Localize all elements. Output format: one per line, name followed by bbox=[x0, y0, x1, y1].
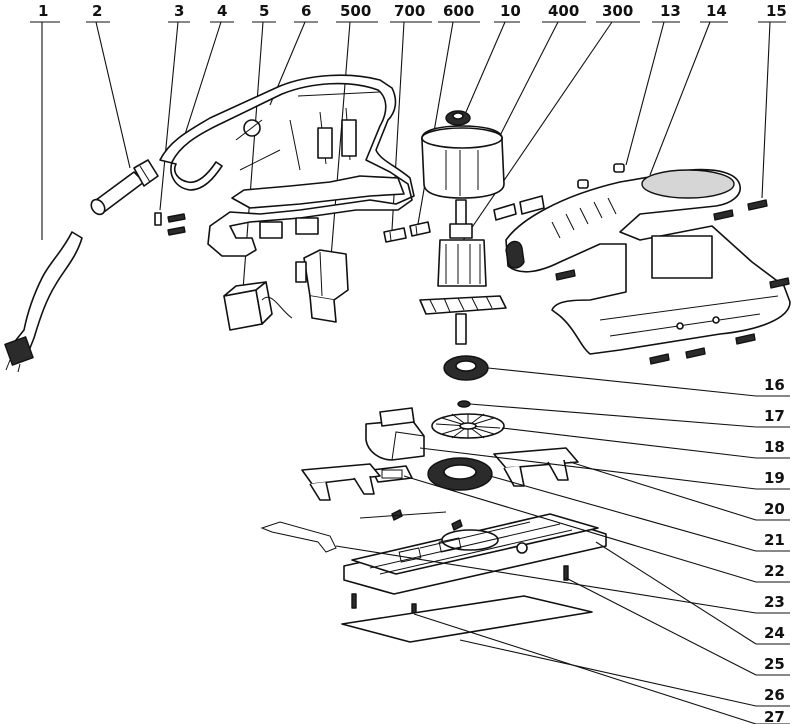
bearing-part-10 bbox=[445, 110, 471, 126]
screws-part-15 bbox=[555, 199, 790, 365]
brush-part-700 bbox=[383, 227, 407, 243]
stator-part-400 bbox=[421, 125, 505, 199]
label-19: 19 bbox=[764, 469, 785, 487]
brush-part-600 bbox=[409, 221, 431, 237]
label-21: 21 bbox=[764, 531, 785, 549]
switch-part-500 bbox=[295, 249, 349, 323]
label-27: 27 bbox=[764, 708, 785, 724]
right-housing-part-14 bbox=[505, 168, 791, 355]
washer-part-17 bbox=[457, 400, 471, 408]
clip-part-3 bbox=[154, 212, 162, 226]
label-700: 700 bbox=[394, 2, 425, 20]
label-300: 300 bbox=[602, 2, 633, 20]
left-housing-part-6 bbox=[159, 74, 415, 257]
label-10: 10 bbox=[500, 2, 521, 20]
label-24: 24 bbox=[764, 624, 785, 642]
right-leader-lines bbox=[335, 367, 757, 724]
label-25: 25 bbox=[764, 655, 785, 673]
label-14: 14 bbox=[706, 2, 727, 20]
top-labels: 1 2 3 4 5 6 500 700 600 10 400 300 13 14… bbox=[38, 2, 787, 20]
eccentric-part-21 bbox=[427, 457, 493, 491]
capacitor-part-5 bbox=[223, 281, 293, 331]
label-18: 18 bbox=[764, 438, 785, 456]
label-23: 23 bbox=[764, 593, 785, 611]
right-labels: 16 17 18 19 20 21 22 23 24 25 26 27 bbox=[764, 376, 785, 724]
bushings-part-13 bbox=[493, 163, 625, 221]
label-3: 3 bbox=[174, 2, 184, 20]
base-plate-part-23 bbox=[343, 513, 607, 595]
label-2: 2 bbox=[92, 2, 102, 20]
fan-part-18 bbox=[431, 413, 505, 439]
label-16: 16 bbox=[764, 376, 785, 394]
label-15: 15 bbox=[766, 2, 787, 20]
cord-protector-part-2 bbox=[90, 159, 159, 216]
sanding-sheet-part-26 bbox=[341, 595, 593, 643]
right-mount bbox=[493, 447, 579, 487]
label-500: 500 bbox=[340, 2, 371, 20]
wire-clip-part-22 bbox=[260, 521, 337, 553]
label-6: 6 bbox=[301, 2, 311, 20]
screws-part-4 bbox=[167, 213, 186, 236]
label-1: 1 bbox=[38, 2, 48, 20]
pins bbox=[359, 509, 463, 531]
label-4: 4 bbox=[217, 2, 227, 20]
label-13: 13 bbox=[660, 2, 681, 20]
label-26: 26 bbox=[764, 686, 785, 704]
right-label-underlines bbox=[756, 395, 790, 724]
dust-port-part-19 bbox=[365, 407, 425, 461]
label-400: 400 bbox=[548, 2, 579, 20]
label-22: 22 bbox=[764, 562, 785, 580]
bearing-part-16 bbox=[443, 355, 489, 381]
power-cord-part-1 bbox=[4, 231, 83, 373]
left-mount bbox=[301, 463, 381, 501]
label-17: 17 bbox=[764, 407, 785, 425]
label-5: 5 bbox=[259, 2, 269, 20]
label-600: 600 bbox=[443, 2, 474, 20]
armature-part-300 bbox=[419, 199, 507, 345]
label-20: 20 bbox=[764, 500, 785, 518]
